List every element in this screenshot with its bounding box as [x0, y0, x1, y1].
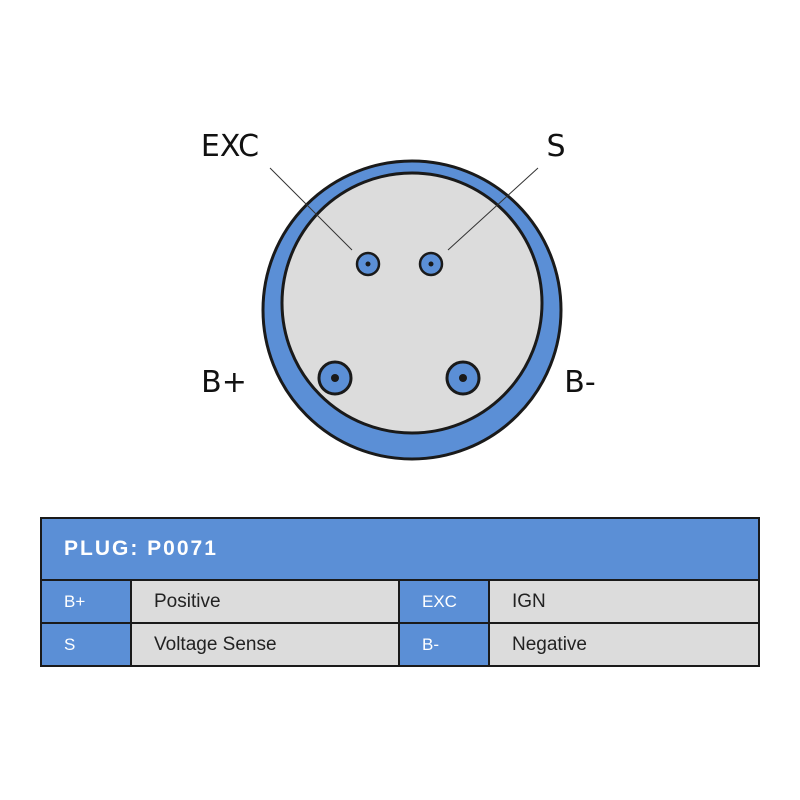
pin-code-cell: S [40, 622, 132, 667]
pin-description-cell: IGN [487, 579, 761, 624]
pin-b-plus [317, 360, 353, 396]
pin-s [418, 251, 444, 277]
s-leader-line [447, 167, 539, 251]
plug-pin-table: PLUG: P0071 B+ Positive EXC IGN S Voltag… [39, 517, 761, 667]
pin-code-cell: B+ [40, 579, 132, 624]
connector-face [280, 171, 544, 435]
table-row: B+ Positive EXC IGN [40, 579, 761, 624]
pin-label-b-minus: B- [564, 365, 595, 400]
pin-code-cell: EXC [398, 579, 490, 624]
plug-title: PLUG: P0071 [39, 517, 761, 581]
pin-exc [355, 251, 381, 277]
pin-label-s: S [546, 129, 565, 164]
exc-leader-line [269, 167, 353, 251]
pin-description-cell: Voltage Sense [130, 622, 400, 667]
pin-label-b-plus: B+ [201, 365, 247, 400]
connector-diagram: EXC S B+ B- [201, 129, 596, 461]
pin-code-cell: B- [398, 622, 490, 667]
table-title-row: PLUG: P0071 [39, 517, 761, 581]
table-row: S Voltage Sense B- Negative [40, 622, 761, 667]
pin-description-cell: Positive [130, 579, 400, 624]
pin-label-exc: EXC [201, 129, 259, 164]
pin-description-cell: Negative [487, 622, 761, 667]
pin-b-minus [445, 360, 481, 396]
